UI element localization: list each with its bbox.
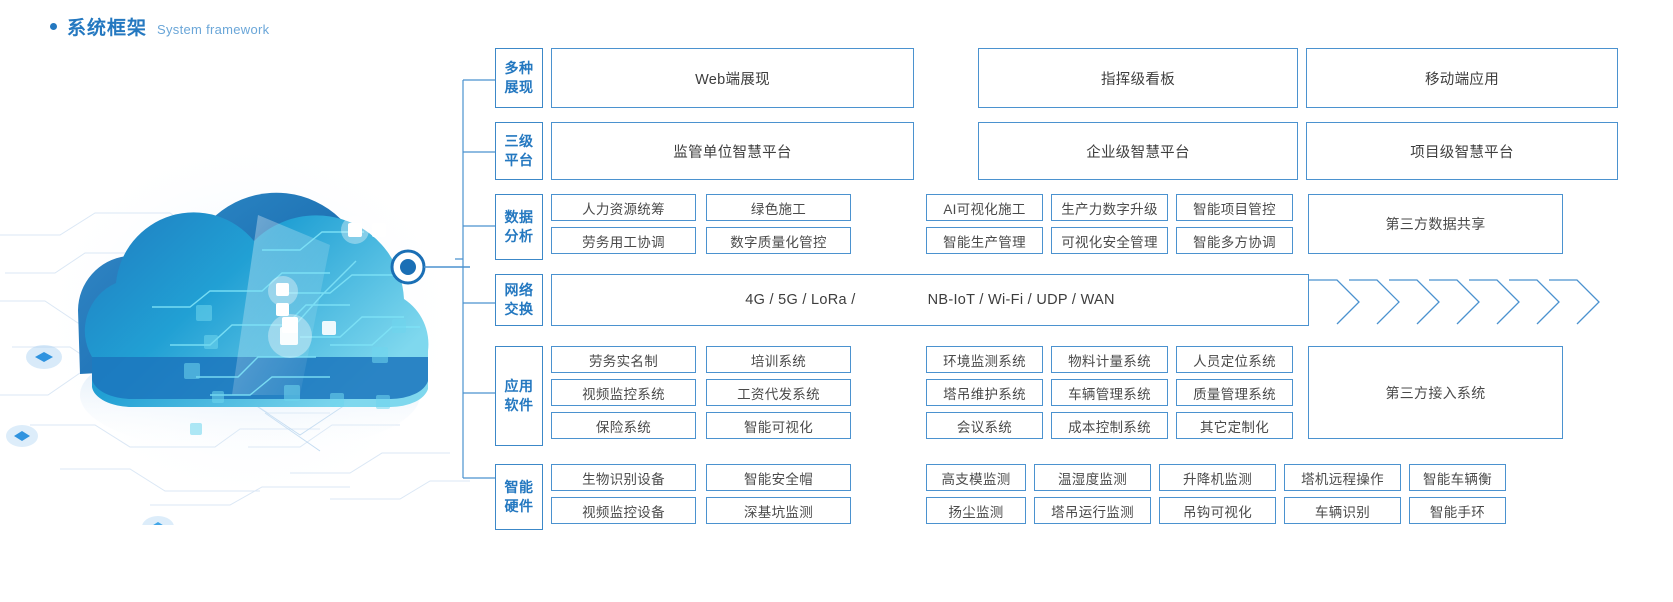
cell-payroll-system[interactable]: 工资代发系统	[706, 379, 851, 406]
cell-third-party-access-system[interactable]: 第三方接入系统	[1308, 346, 1563, 439]
page-title-en: System framework	[157, 22, 270, 37]
cell-web-display[interactable]: Web端展现	[551, 48, 914, 108]
cell-digital-quality-control[interactable]: 数字质量化管控	[706, 227, 851, 254]
cell-ai-visual-construction[interactable]: AI可视化施工	[926, 194, 1043, 221]
group-hw-left: 生物识别设备 智能安全帽 视频监控设备 深基坑监测	[551, 464, 851, 530]
cell-vehicle-management[interactable]: 车辆管理系统	[1051, 379, 1168, 406]
cell-smart-multiparty-coord[interactable]: 智能多方协调	[1176, 227, 1293, 254]
framework-diagram: 多种 展现 Web端展现 指挥级看板 移动端应用 三级	[455, 48, 1673, 530]
cell-video-surveillance-device[interactable]: 视频监控设备	[551, 497, 696, 524]
stage-label-platform: 三级 平台	[495, 122, 543, 180]
cell-smart-production-mgmt[interactable]: 智能生产管理	[926, 227, 1043, 254]
cell-dust-monitoring[interactable]: 扬尘监测	[926, 497, 1026, 524]
cell-crane-operation-monitoring[interactable]: 塔吊运行监测	[1034, 497, 1151, 524]
cell-tower-remote-operation[interactable]: 塔机远程操作	[1284, 464, 1401, 491]
cell-quality-management[interactable]: 质量管理系统	[1176, 379, 1293, 406]
cell-training-system[interactable]: 培训系统	[706, 346, 851, 373]
cell-high-formwork-monitoring[interactable]: 高支模监测	[926, 464, 1026, 491]
diagram-rows: 多种 展现 Web端展现 指挥级看板 移动端应用 三级	[495, 48, 1673, 530]
row-network: 网络 交换 4G / 5G / LoRa / NB-IoT / Wi-Fi / …	[495, 274, 1673, 326]
group-hw-mid: 高支模监测 温湿度监测 升降机监测 塔机远程操作 智能车辆衡 扬尘监测 塔吊运行…	[926, 464, 1546, 530]
cell-temp-humidity-monitoring[interactable]: 温湿度监测	[1034, 464, 1151, 491]
page-title: 系统框架 System framework	[50, 13, 269, 40]
network-protocols-right: NB-IoT / Wi-Fi / UDP / WAN	[927, 292, 1115, 308]
group-app-mid: 环境监测系统 物料计量系统 人员定位系统 塔吊维护系统 车辆管理系统 质量管理系…	[926, 346, 1296, 446]
cloud-network-illustration	[0, 95, 470, 570]
cell-enterprise-platform[interactable]: 企业级智慧平台	[978, 122, 1298, 180]
group-data-left: 人力资源统筹 绿色施工 劳务用工协调 数字质量化管控	[551, 194, 851, 260]
cell-biometric-device[interactable]: 生物识别设备	[551, 464, 696, 491]
cell-mobile-app[interactable]: 移动端应用	[1306, 48, 1618, 108]
cell-hook-visualization[interactable]: 吊钩可视化	[1159, 497, 1276, 524]
stage-label-smart-hardware: 智能 硬件	[495, 464, 543, 530]
cell-vehicle-recognition[interactable]: 车辆识别	[1284, 497, 1401, 524]
cell-third-party-data-sharing[interactable]: 第三方数据共享	[1308, 194, 1563, 254]
row-smart-hardware: 智能 硬件 生物识别设备 智能安全帽 视频监控设备 深基坑监测	[495, 464, 1673, 530]
group-data-mid: AI可视化施工 生产力数字升级 智能项目管控 智能生产管理 可视化安全管理 智能…	[926, 194, 1296, 260]
stage-label-network: 网络 交换	[495, 274, 543, 326]
group-app-left: 劳务实名制 培训系统 视频监控系统 工资代发系统 保险系统 智能可视化	[551, 346, 851, 446]
cell-smart-project-control[interactable]: 智能项目管控	[1176, 194, 1293, 221]
cell-personnel-positioning[interactable]: 人员定位系统	[1176, 346, 1293, 373]
network-protocol-bar[interactable]: 4G / 5G / LoRa / NB-IoT / Wi-Fi / UDP / …	[551, 274, 1309, 326]
cell-environment-monitoring[interactable]: 环境监测系统	[926, 346, 1043, 373]
stage-label-application-software: 应用 软件	[495, 346, 543, 446]
cell-material-metering[interactable]: 物料计量系统	[1051, 346, 1168, 373]
row-data-analysis: 数据 分析 人力资源统筹 绿色施工 劳务用工协调 数字质量化管控	[495, 194, 1673, 260]
stage-label-data-analysis: 数据 分析	[495, 194, 543, 260]
network-flow-chevrons	[1309, 279, 1600, 325]
bracket-connectors	[455, 79, 495, 479]
cell-smart-weighbridge[interactable]: 智能车辆衡	[1409, 464, 1506, 491]
cell-productivity-upgrade[interactable]: 生产力数字升级	[1051, 194, 1168, 221]
bullet-dot-icon	[50, 23, 57, 30]
cell-smart-helmet[interactable]: 智能安全帽	[706, 464, 851, 491]
cell-labor-realname[interactable]: 劳务实名制	[551, 346, 696, 373]
cell-hr-planning[interactable]: 人力资源统筹	[551, 194, 696, 221]
cell-command-dashboard[interactable]: 指挥级看板	[978, 48, 1298, 108]
row-platform: 三级 平台 监管单位智慧平台 企业级智慧平台 项目级智慧平台	[495, 122, 1673, 180]
cell-regulator-platform[interactable]: 监管单位智慧平台	[551, 122, 914, 180]
cell-insurance-system[interactable]: 保险系统	[551, 412, 696, 439]
cell-smart-wristband[interactable]: 智能手环	[1409, 497, 1506, 524]
cell-smart-visualization[interactable]: 智能可视化	[706, 412, 851, 439]
cell-other-customization[interactable]: 其它定制化	[1176, 412, 1293, 439]
cell-project-platform[interactable]: 项目级智慧平台	[1306, 122, 1618, 180]
cell-video-surveillance-system[interactable]: 视频监控系统	[551, 379, 696, 406]
row-application-software: 应用 软件 劳务实名制 培训系统 视频监控系统 工资代发系统	[495, 346, 1673, 446]
network-protocols-left: 4G / 5G / LoRa /	[745, 292, 856, 308]
cloud-connector-node	[390, 249, 426, 285]
cell-crane-maintenance[interactable]: 塔吊维护系统	[926, 379, 1043, 406]
cell-cost-control-system[interactable]: 成本控制系统	[1051, 412, 1168, 439]
cell-labor-coordination[interactable]: 劳务用工协调	[551, 227, 696, 254]
cell-deep-pit-monitoring[interactable]: 深基坑监测	[706, 497, 851, 524]
stage-label-display: 多种 展现	[495, 48, 543, 108]
page-title-cn: 系统框架	[67, 18, 148, 39]
cell-hoist-monitoring[interactable]: 升降机监测	[1159, 464, 1276, 491]
cell-meeting-system[interactable]: 会议系统	[926, 412, 1043, 439]
cell-visual-safety-mgmt[interactable]: 可视化安全管理	[1051, 227, 1168, 254]
row-display: 多种 展现 Web端展现 指挥级看板 移动端应用	[495, 48, 1673, 108]
cell-green-construction[interactable]: 绿色施工	[706, 194, 851, 221]
